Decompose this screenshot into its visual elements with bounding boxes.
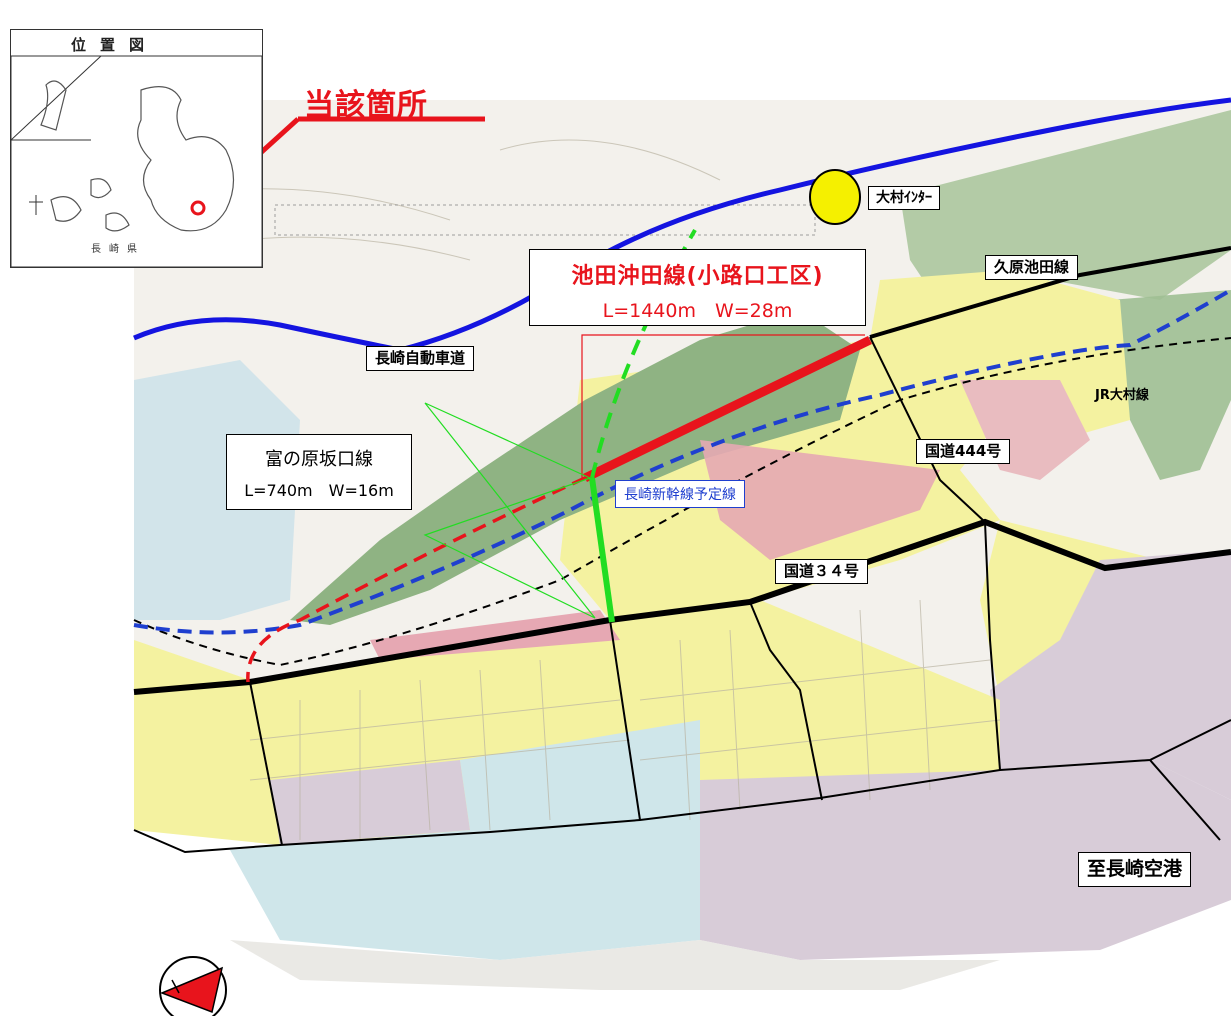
inset-drawing — [11, 55, 262, 267]
local-road-1 — [249, 681, 283, 846]
ikeda-okita-line — [583, 335, 872, 483]
ikeda-okita-name: 池田沖田線(小路口工区) — [571, 264, 824, 289]
kuhara-ikeda-road — [869, 246, 1231, 339]
planned-road-solid — [589, 477, 615, 623]
zone-green-slope — [290, 310, 860, 625]
tominohara-sakaguchi-line — [246, 476, 586, 683]
south-road — [133, 719, 1231, 854]
north-arrow-icon — [159, 956, 227, 1016]
inset-prefecture-label: 長崎県 — [91, 244, 145, 255]
airport-road — [1149, 759, 1221, 841]
tominohara-name: 富の原坂口線 — [265, 449, 373, 470]
route444-label: 国道444号 — [916, 439, 1011, 464]
tominohara-info-box: 富の原坂口線 L=740m W=16m — [226, 434, 412, 510]
local-road-2 — [609, 619, 641, 821]
zone-lilac-south — [270, 760, 470, 845]
zone-cyan-west — [134, 360, 300, 620]
zone-lilac-southeast — [700, 760, 1231, 960]
ikeda-okita-spec: L=1440m W=28m — [602, 300, 793, 322]
route444-road — [869, 336, 1001, 771]
zone-green-east — [1110, 290, 1231, 480]
location-inset-map: 位置図 長崎県 — [10, 29, 263, 268]
planned-road-dashed — [590, 229, 697, 479]
local-road-3 — [749, 601, 823, 801]
to-airport-label: 至長崎空港 — [1078, 852, 1192, 887]
jr-omura-label: JR大村線 — [1095, 388, 1149, 403]
shinkansen-planned-line — [133, 288, 1231, 635]
tominohara-spec: L=740m W=16m — [244, 481, 394, 500]
target-location-callout: 当該箇所 — [304, 88, 428, 123]
zone-gray-coast — [230, 940, 1000, 990]
kuhara-ikeda-label: 久原池田線 — [985, 255, 1079, 280]
ikeda-okita-info-box: 池田沖田線(小路口工区) L=1440m W=28m — [529, 249, 866, 326]
zone-green-north — [900, 110, 1231, 320]
interchange-label: 大村ｲﾝﾀｰ — [868, 186, 940, 210]
zone-pink-east — [960, 380, 1090, 480]
interchange-marker-icon — [809, 169, 861, 225]
expressway-label: 長崎自動車道 — [366, 346, 475, 371]
inset-title: 位置図 — [71, 36, 159, 54]
jr-omura-line — [133, 337, 1231, 667]
shinkansen-label: 長崎新幹線予定線 — [615, 480, 745, 508]
ikeda-leader-outline — [581, 334, 865, 478]
zone-pink-road — [370, 610, 620, 660]
tominohara-leader-outline — [423, 402, 596, 619]
zone-lilac-east — [990, 550, 1231, 800]
zone-cyan-south — [230, 720, 700, 960]
route34-label: 国道３４号 — [775, 559, 869, 584]
location-dot-icon — [190, 200, 206, 216]
